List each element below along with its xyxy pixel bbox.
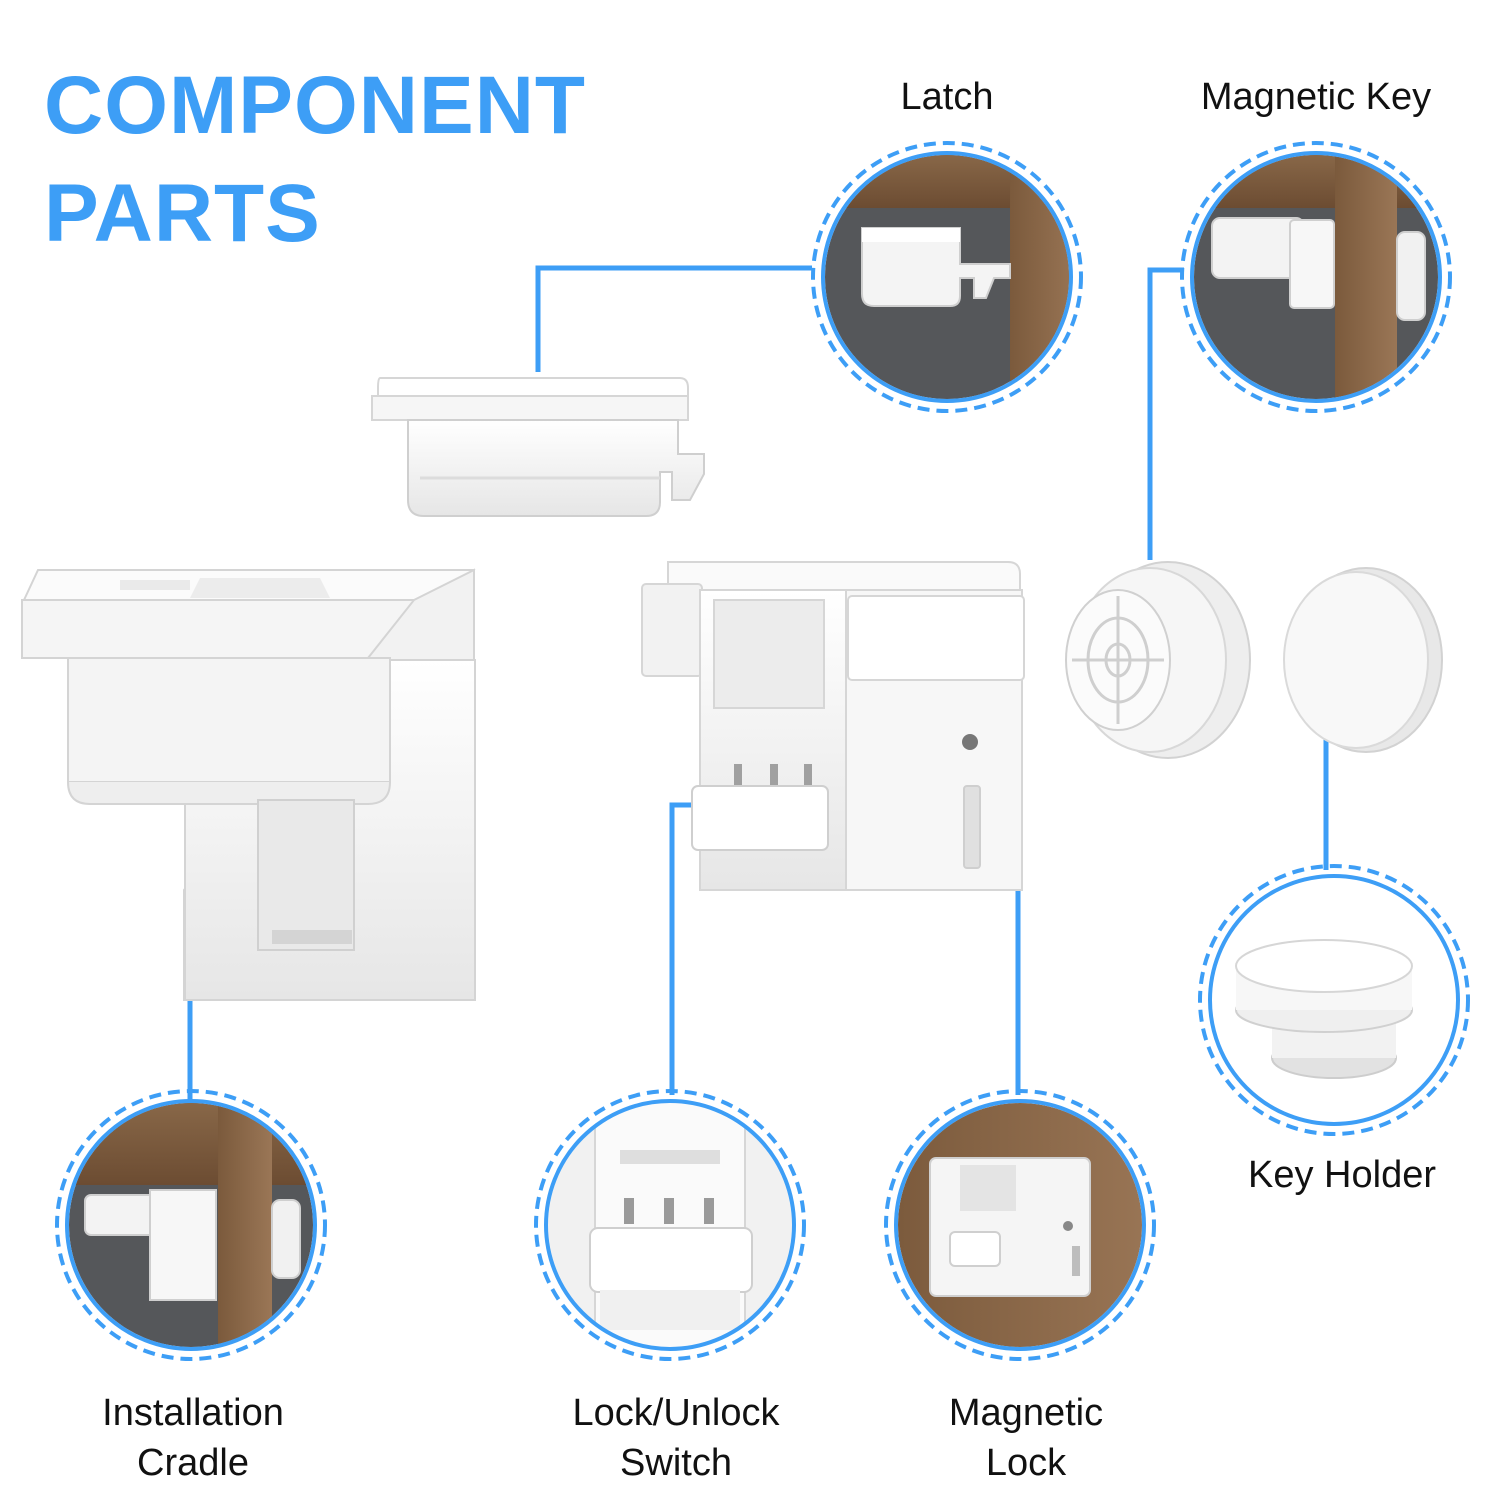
connector-magnetic-key bbox=[1147, 267, 1184, 560]
label-latch-text: Latch bbox=[900, 76, 994, 118]
label-magnetic-lock-line-2: Lock bbox=[985, 1442, 1067, 1484]
magnetic-key-detail-circle bbox=[1180, 141, 1452, 413]
switch-detail-circle bbox=[534, 1089, 806, 1361]
label-installation-cradle-line-2: Cradle bbox=[137, 1442, 249, 1484]
label-lock-unlock-switch-line-1: Lock/Unlock bbox=[572, 1392, 780, 1434]
label-installation-cradle: Installation Cradle bbox=[102, 1388, 284, 1488]
latch-product bbox=[371, 377, 705, 517]
label-installation-cradle-line-1: Installation bbox=[102, 1392, 284, 1434]
installation-cradle-product bbox=[21, 568, 476, 1001]
headline: COMPONENT PARTS bbox=[44, 52, 586, 268]
headline-line-1: COMPONENT bbox=[44, 60, 586, 151]
label-latch: Latch bbox=[901, 72, 994, 122]
latch-detail-circle bbox=[811, 141, 1083, 413]
label-magnetic-key-text: Magnetic Key bbox=[1200, 76, 1432, 118]
magnetic-key-product bbox=[1065, 561, 1251, 759]
key-holder-detail-circle bbox=[1198, 864, 1470, 1136]
label-magnetic-key: Magnetic Key bbox=[1201, 72, 1431, 122]
cradle-detail-circle bbox=[55, 1089, 327, 1361]
label-lock-unlock-switch: Lock/Unlock Switch bbox=[573, 1388, 780, 1488]
key-holder-product bbox=[1283, 567, 1443, 753]
label-key-holder: Key Holder bbox=[1248, 1150, 1436, 1200]
magnetic-lock-product bbox=[641, 561, 1025, 891]
label-lock-unlock-switch-line-2: Switch bbox=[620, 1442, 732, 1484]
label-key-holder-text: Key Holder bbox=[1248, 1154, 1436, 1196]
magnetic-lock-detail-circle bbox=[884, 1089, 1156, 1361]
label-magnetic-lock-line-1: Magnetic bbox=[948, 1392, 1104, 1434]
label-magnetic-lock: Magnetic Lock bbox=[949, 1388, 1103, 1488]
connector-latch bbox=[535, 265, 812, 372]
headline-line-2: PARTS bbox=[44, 168, 321, 259]
